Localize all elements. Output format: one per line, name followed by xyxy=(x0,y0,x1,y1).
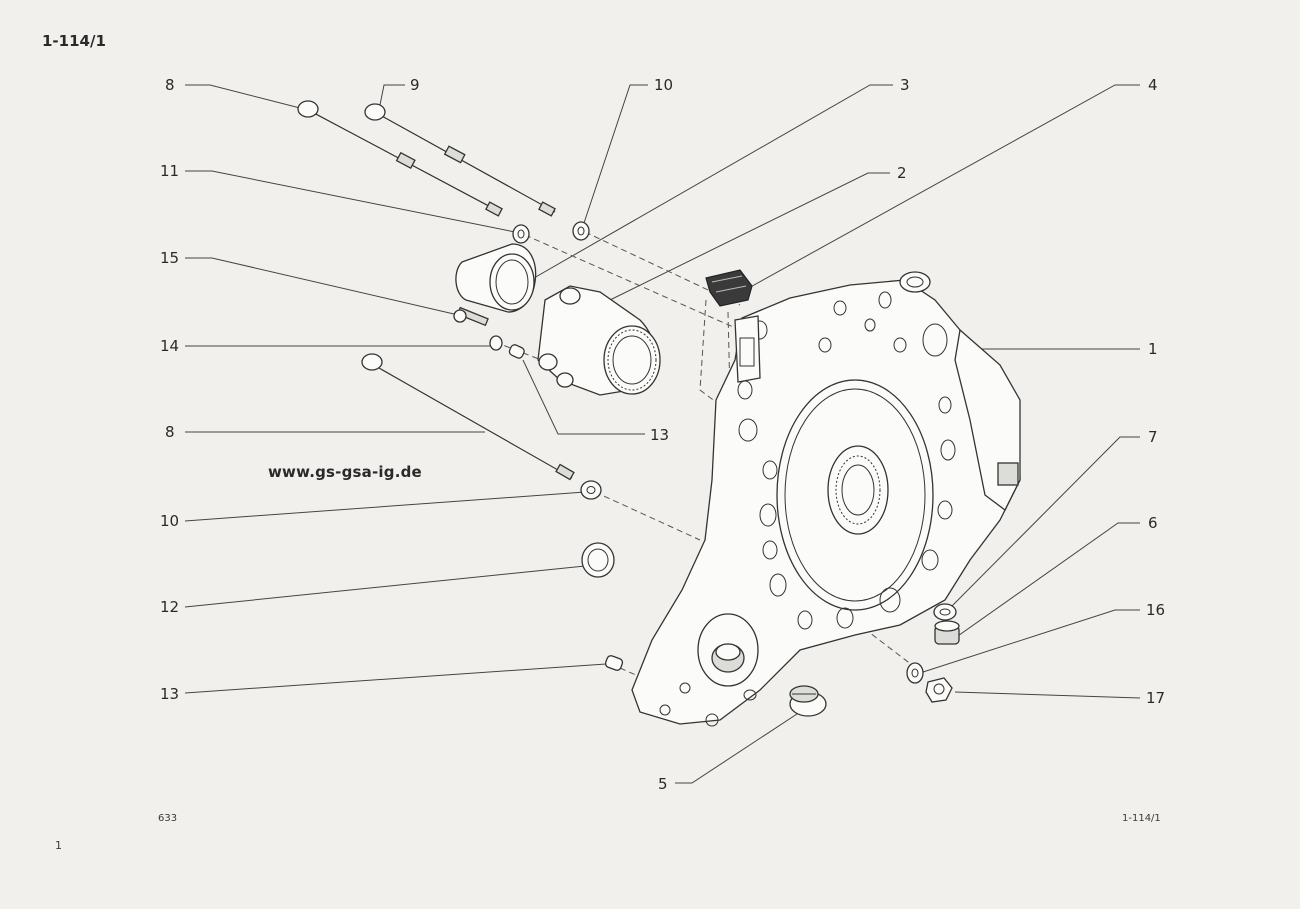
callout-1: 1 xyxy=(1148,340,1158,358)
washer-10-upper xyxy=(572,221,590,241)
seal-ring-12 xyxy=(581,542,615,578)
bolt-8-upper xyxy=(297,100,503,217)
washer-14 xyxy=(489,335,503,351)
callout-7: 7 xyxy=(1148,428,1158,446)
washer-16 xyxy=(906,662,924,684)
washer-10-lower xyxy=(580,480,602,500)
callout-2: 2 xyxy=(897,164,907,182)
callout-14: 14 xyxy=(160,337,179,355)
callout-12: 12 xyxy=(160,598,179,616)
plug-6 xyxy=(934,620,960,645)
callout-4: 4 xyxy=(1148,76,1158,94)
drain-plug-5 xyxy=(789,685,827,717)
callout-16: 16 xyxy=(1146,601,1165,619)
footer-right-code: 1-114/1 xyxy=(1122,813,1161,824)
washer-11 xyxy=(512,224,530,244)
callout-6: 6 xyxy=(1148,514,1158,532)
screw-15 xyxy=(453,306,489,327)
page-number: 1 xyxy=(55,839,62,852)
callout-13b: 13 xyxy=(160,685,179,703)
callout-8b: 8 xyxy=(165,423,175,441)
callout-15: 15 xyxy=(160,249,179,267)
washer-7 xyxy=(933,603,957,621)
bearing-sleeve-3 xyxy=(455,243,537,313)
chain-part-4 xyxy=(705,269,753,307)
callout-10b: 10 xyxy=(160,512,179,530)
leader-lines xyxy=(184,84,1141,784)
callout-9: 9 xyxy=(410,76,420,94)
callout-5: 5 xyxy=(658,775,668,793)
bolt-9 xyxy=(364,103,556,217)
callout-11: 11 xyxy=(160,162,179,180)
main-housing-1 xyxy=(631,271,1021,727)
footer-left-code: 633 xyxy=(158,813,178,824)
callout-10a: 10 xyxy=(654,76,673,94)
callout-8a: 8 xyxy=(165,76,175,94)
dowel-13-lower xyxy=(604,655,624,671)
bearing-housing-2 xyxy=(537,285,661,396)
callout-13a: 13 xyxy=(650,426,669,444)
watermark-url: www.gs-gsa-ig.de xyxy=(268,463,422,481)
callout-3: 3 xyxy=(900,76,910,94)
dowel-13-upper xyxy=(508,344,525,359)
nut-17 xyxy=(925,677,953,703)
callout-labels: 8 9 10 3 4 11 2 15 14 1 13 8 7 10 6 12 1… xyxy=(160,76,1165,793)
callout-17: 17 xyxy=(1146,689,1165,707)
header-code: 1-114/1 xyxy=(42,32,106,50)
bolt-8-lower xyxy=(361,353,575,481)
